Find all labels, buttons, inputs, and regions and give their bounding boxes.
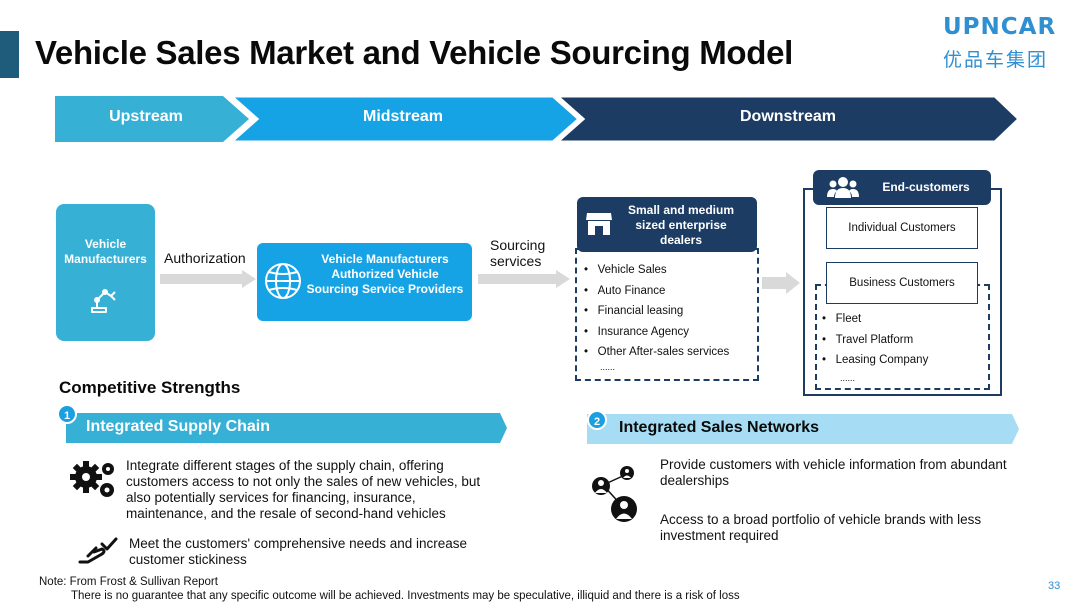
- globe-icon: [265, 263, 301, 299]
- end-customers-label: End-customers: [882, 180, 970, 194]
- value-chain-chevrons: [55, 96, 1020, 142]
- supply-chain-text-1: Integrate different stages of the supply…: [126, 458, 481, 521]
- midstream-label: Midstream: [362, 108, 444, 125]
- list-item: • Fleet: [822, 313, 862, 325]
- list-item: • Other After-sales services: [584, 346, 730, 358]
- sales-networks-text-2: Access to a broad portfolio of vehicle b…: [660, 512, 982, 543]
- upstream-label: Upstream: [109, 108, 183, 125]
- logo-wordmark: UPNCAR: [943, 14, 1057, 40]
- sales-networks-title: Integrated Sales Networks: [619, 419, 820, 436]
- sourcing-label-line2: services: [490, 253, 542, 269]
- store-icon: [586, 213, 612, 235]
- manufacturers-label: Vehicle Manufacturers: [64, 237, 147, 266]
- authorization-label: Authorization: [164, 250, 246, 266]
- title-accent-bar: [0, 31, 19, 78]
- list-item: • Vehicle Sales: [584, 264, 667, 276]
- customers-arrow: [762, 272, 800, 294]
- authorization-arrow: [160, 270, 256, 288]
- gears-icon: [70, 461, 114, 497]
- dealers-label: Small and medium sized enterprise dealer…: [627, 203, 735, 247]
- sourcing-providers-box: Vehicle Manufacturers Authorized Vehicle…: [257, 243, 472, 321]
- strength-number-2: 2: [587, 410, 607, 430]
- list-item: • Insurance Agency: [584, 325, 690, 338]
- sales-networks-text-1: Provide customers with vehicle informati…: [660, 457, 1007, 488]
- dealer-services-list: • Vehicle Sales • Auto Finance • Financi…: [584, 260, 729, 363]
- supply-chain-text-2: Meet the customers' comprehensive needs …: [129, 536, 468, 567]
- people-icon: [827, 177, 859, 198]
- sourcing-providers-label: Vehicle Manufacturers Authorized Vehicle…: [306, 252, 464, 296]
- list-item: • Leasing Company: [822, 354, 929, 366]
- business-types-more: ......: [840, 373, 856, 383]
- network-people-icon: [592, 466, 637, 522]
- source-note: Note: From Frost & Sullivan Report: [39, 576, 218, 588]
- downstream-label: Downstream: [739, 108, 837, 125]
- supply-chain-banner: [66, 413, 507, 443]
- sourcing-arrow: [478, 270, 570, 288]
- business-types-list: • Fleet • Travel Platform • Leasing Comp…: [822, 309, 928, 371]
- sourcing-label-line1: Sourcing: [490, 237, 546, 253]
- supply-chain-title: Integrated Supply Chain: [86, 418, 271, 435]
- strength-number-1: 1: [57, 404, 77, 424]
- end-customers-header: End-customers: [813, 170, 991, 205]
- upstream-chevron: [55, 96, 249, 142]
- list-item: • Auto Finance: [584, 284, 666, 297]
- midstream-chevron: [228, 96, 582, 142]
- dealers-header: Small and medium sized enterprise dealer…: [577, 197, 757, 252]
- downstream-chevron: [554, 96, 1020, 142]
- business-customers-box: Business Customers: [826, 262, 978, 304]
- competitive-strengths-heading: Competitive Strengths: [59, 378, 241, 397]
- list-item: • Financial leasing: [584, 305, 684, 317]
- sales-networks-banner: [587, 414, 1019, 444]
- page-title: Vehicle Sales Market and Vehicle Sourcin…: [35, 34, 794, 71]
- handshake-check-icon: [78, 537, 118, 564]
- robot-arm-icon: [91, 289, 116, 313]
- dealer-services-more: ......: [600, 362, 616, 372]
- manufacturers-box: Vehicle Manufacturers: [56, 204, 155, 341]
- list-item: • Travel Platform: [822, 333, 914, 346]
- individual-customers-box: Individual Customers: [826, 207, 978, 249]
- logo-chinese: 优品车集团: [943, 50, 1049, 71]
- page-number: 33: [1048, 580, 1061, 592]
- disclaimer-note: There is no guarantee that any specific …: [71, 590, 740, 602]
